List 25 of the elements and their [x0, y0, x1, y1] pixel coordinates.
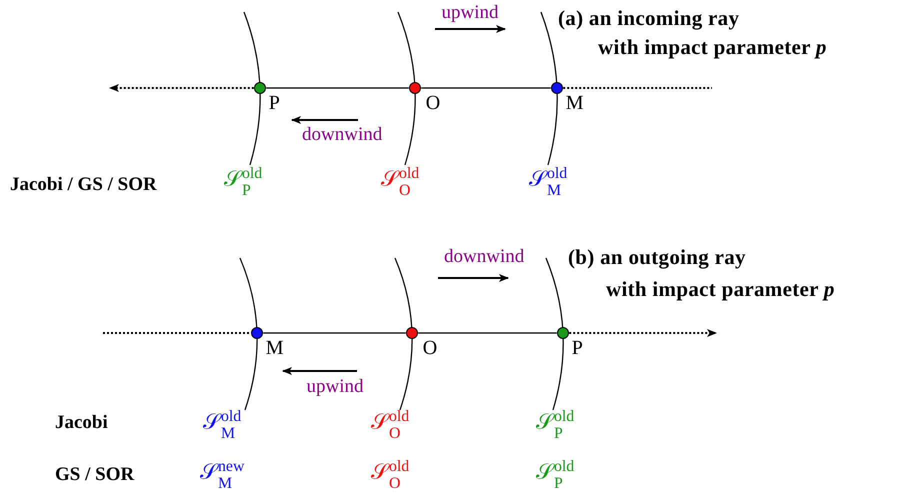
point-label: O: [426, 92, 440, 113]
point-label: P: [268, 92, 280, 113]
wind-label: upwind: [442, 3, 498, 24]
ray-segment: [266, 87, 409, 89]
method-label: Jacobi / GS / SOR: [10, 175, 157, 196]
panel-heading: (a) an incoming ray: [558, 7, 740, 30]
method-label: Jacobi: [55, 413, 108, 434]
wind-label: upwind: [306, 377, 364, 398]
ray-segment: [421, 87, 551, 89]
wind-label: downwind: [302, 125, 382, 146]
point-label: P: [572, 338, 583, 358]
panel-heading: with impact parameter p: [598, 36, 827, 60]
dotted-ray-line: [109, 84, 254, 92]
panel-heading: (b) an outgoing ray: [568, 246, 746, 270]
method-label: GS / SOR: [55, 465, 134, 486]
point-label: M: [566, 92, 584, 113]
panel-heading: with impact parameter p: [606, 278, 835, 302]
ray-segment: [263, 332, 406, 334]
dotted-ray-line: [569, 329, 717, 337]
dotted-ray-line: [563, 87, 712, 89]
dotted-ray-line: [103, 332, 251, 334]
ray-segment: [418, 332, 557, 334]
wind-label: downwind: [444, 247, 524, 268]
point-label: M: [266, 338, 284, 358]
point-label: O: [422, 338, 438, 358]
